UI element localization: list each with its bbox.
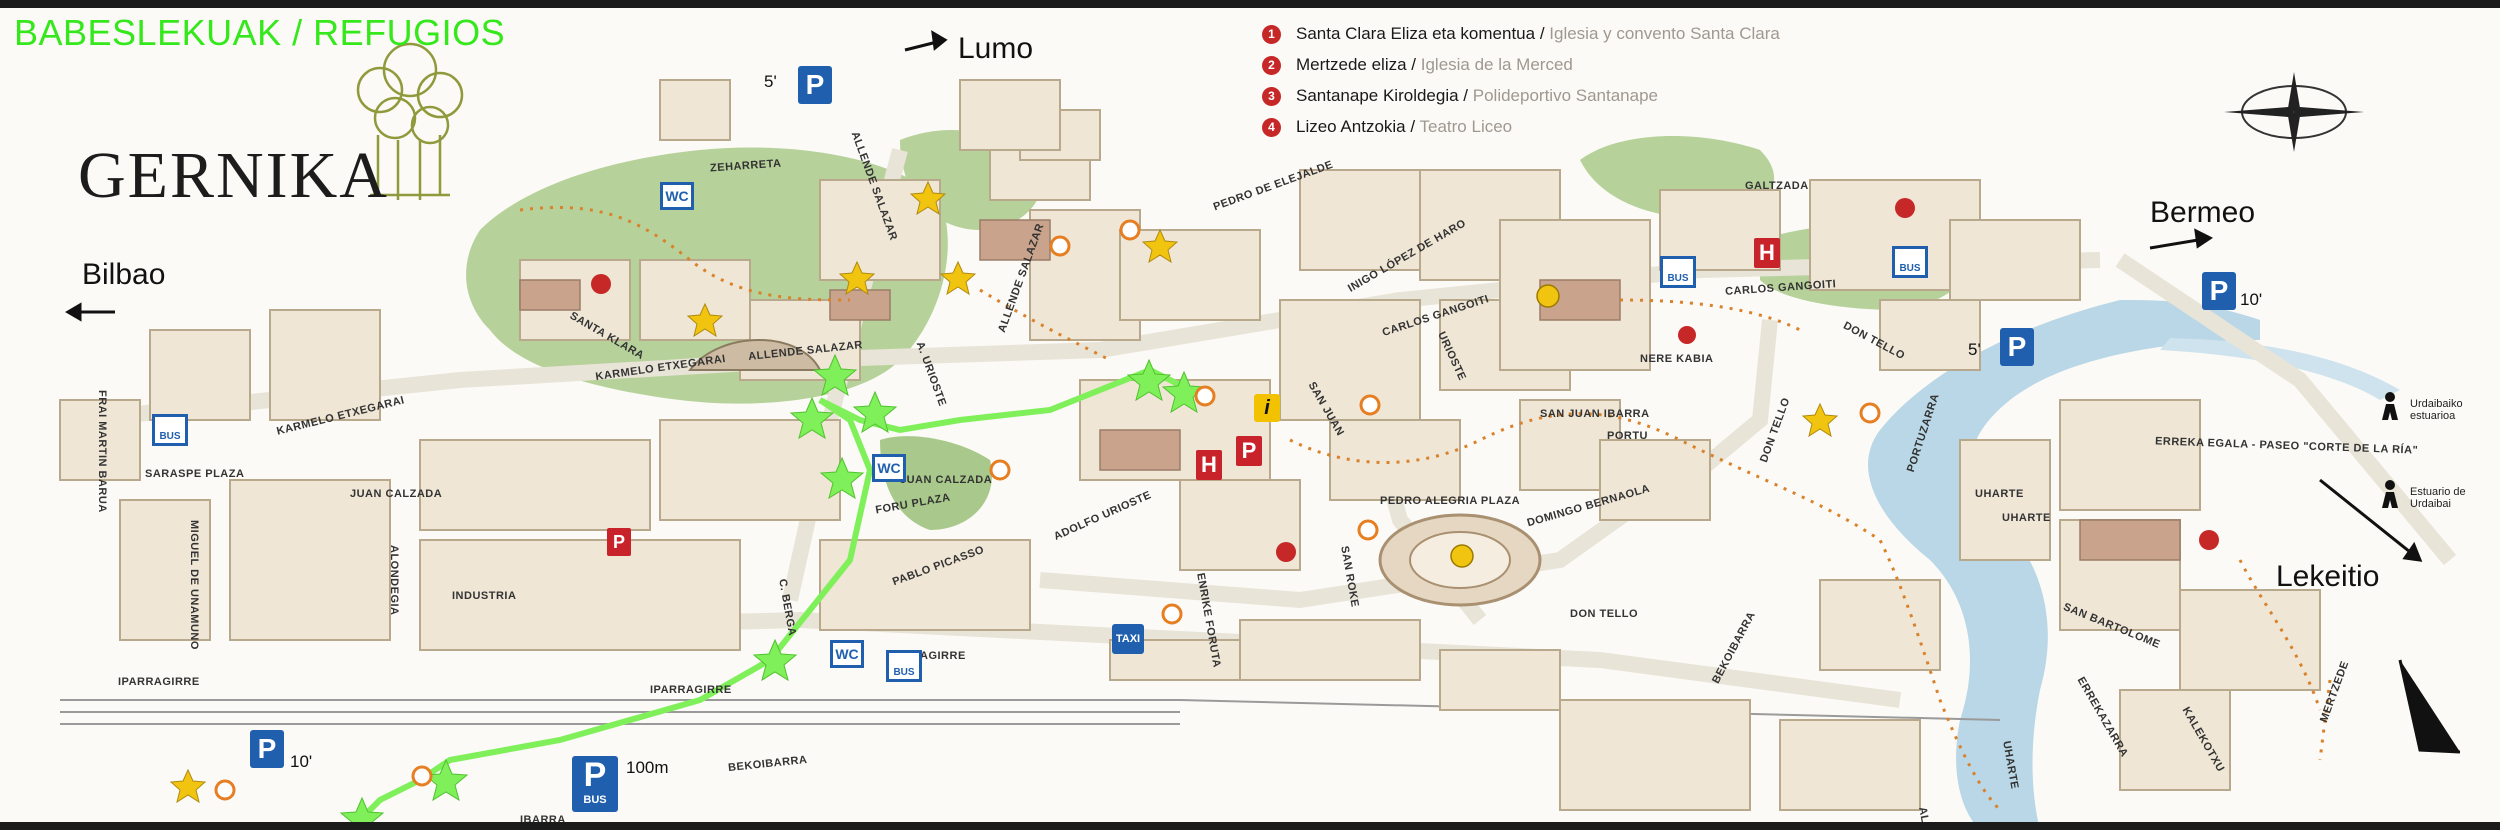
- street-label: FRAI MARTIN BARUA: [96, 390, 108, 513]
- hotel-sign: H: [1754, 238, 1780, 268]
- legend-number: 4: [1262, 118, 1281, 137]
- tree-logo: [356, 42, 464, 200]
- bus-stop-sign: BUS: [152, 414, 188, 446]
- bus-stop-sign: BUS: [886, 650, 922, 682]
- numbered-landmarks: [1450, 284, 1560, 568]
- street-label: UHARTE: [1975, 488, 2024, 500]
- bottom-border: [0, 822, 2500, 830]
- parking-walk-time: 5': [764, 72, 777, 91]
- tourist-info-sign: i: [1254, 394, 1280, 422]
- street-label: DON TELLO: [1570, 608, 1639, 620]
- legend-label: Santa Clara Eliza eta komentua / Iglesia…: [1296, 24, 1780, 43]
- parking-walk-time: 10': [290, 752, 313, 771]
- hiker-icon: [2382, 392, 2398, 508]
- street-label: JUAN CALZADA: [350, 488, 443, 500]
- parking-sign: P: [2000, 328, 2034, 366]
- legend-label: Santanape Kiroldegia / Polideportivo San…: [1296, 86, 1658, 105]
- parking-red-sign: P: [1236, 436, 1262, 466]
- legend-number: 1: [1262, 25, 1281, 44]
- street-label: IPARRAGIRRE: [650, 684, 732, 696]
- street-label: PEDRO ALEGRIA PLAZA: [1380, 495, 1521, 507]
- brand-logo-text: GERNIKA: [78, 139, 389, 212]
- compass-rose-icon: [2224, 72, 2364, 152]
- direction-arrows: [65, 30, 2461, 754]
- street-label: ALONDEGIA: [388, 545, 400, 616]
- refuge-markers: [339, 353, 1207, 830]
- street-label: SARASPE PLAZA: [145, 468, 245, 480]
- roofs: [519, 219, 2181, 561]
- street-label: JUAN CALZADA: [900, 474, 993, 486]
- estuary-note-eu: Urdaibaiko estuarioa: [2410, 398, 2463, 422]
- monument-markers: [169, 180, 1839, 804]
- parking-sign: P: [2202, 272, 2236, 310]
- street-label: AGIRRE: [920, 650, 966, 662]
- parking-sign: P: [798, 66, 832, 104]
- street-label: IPARRAGIRRE: [118, 676, 200, 688]
- street-label: SAN JUAN IBARRA: [1540, 408, 1650, 420]
- direction-bermeo: Bermeo: [2150, 196, 2256, 229]
- wc-sign: WC: [830, 640, 864, 668]
- legend-number: 2: [1262, 56, 1281, 75]
- wc-sign: WC: [660, 182, 694, 210]
- estuary-note-es: Estuario de Urdaibai: [2410, 486, 2466, 510]
- direction-lumo: Lumo: [958, 32, 1034, 65]
- bus-stop-sign: BUS: [1660, 256, 1696, 288]
- direction-bilbao: Bilbao: [82, 258, 166, 291]
- estuary: [2160, 338, 2400, 400]
- park-area: [880, 436, 992, 530]
- distance-label: 100m: [626, 758, 669, 777]
- parking-red-sign: P: [607, 528, 631, 556]
- refuge-route: [357, 366, 1192, 823]
- river: [1868, 300, 2260, 830]
- amphitheatre: [687, 339, 822, 371]
- legend-number: 3: [1262, 87, 1281, 106]
- parking-walk-time: 10': [2240, 290, 2263, 309]
- bus-stop-sign: BUS: [1892, 246, 1928, 278]
- legend-label: Lizeo Antzokia / Teatro Liceo: [1296, 117, 1513, 136]
- parking-walk-time: 5': [1968, 340, 1981, 359]
- hotel-sign: H: [1196, 450, 1222, 480]
- street-label: PORTU: [1607, 430, 1648, 442]
- street-label: INDUSTRIA: [452, 590, 517, 602]
- info-circles: [214, 219, 1881, 801]
- street-label: NERE KABIA: [1640, 353, 1714, 365]
- direction-lekeitio: Lekeitio: [2276, 560, 2380, 593]
- street-label: UHARTE: [2002, 512, 2051, 524]
- legend-label: Mertzede eliza / Iglesia de la Merced: [1296, 55, 1573, 74]
- walking-path: [519, 206, 2332, 812]
- parking-sign: P: [250, 730, 284, 768]
- buildings: [59, 79, 2321, 811]
- red-markers: [591, 198, 2219, 562]
- top-border: [0, 0, 2500, 8]
- refuges-title: BABESLEKUAK / REFUGIOS: [14, 12, 506, 53]
- wc-sign: WC: [872, 454, 906, 482]
- taxi-sign: TAXI: [1112, 624, 1144, 654]
- street-label: GALTZADA: [1745, 180, 1809, 192]
- street-label: MIGUEL DE UNAMUNO: [188, 520, 200, 650]
